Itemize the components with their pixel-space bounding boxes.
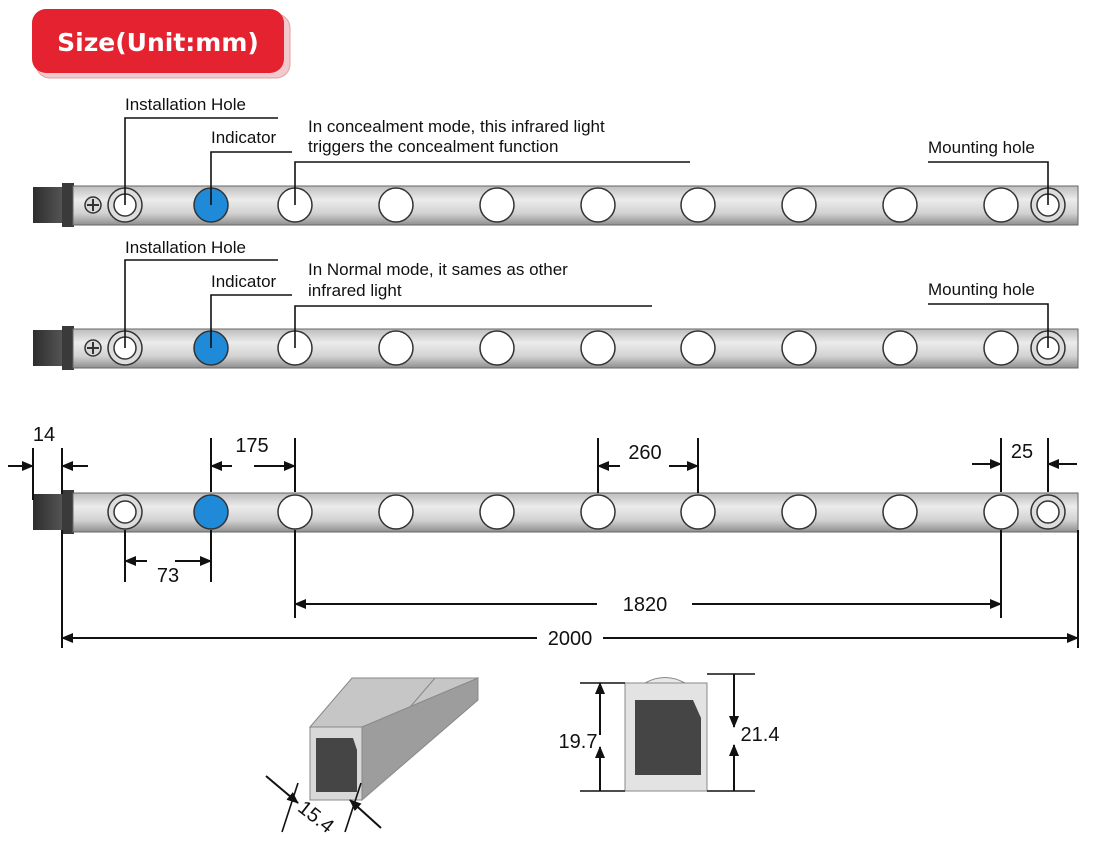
profile-isometric: 15.4	[265, 677, 480, 838]
dim-end-cap: 14	[33, 424, 55, 446]
dim-hole-to-indicator: 73	[157, 565, 179, 587]
dim-first-to-last-light: 1820	[623, 594, 668, 616]
dim-total-length: 2000	[548, 628, 593, 650]
indicator-light	[193, 494, 229, 530]
mounting-hole	[1030, 494, 1066, 530]
mounting-hole-label: Mounting hole	[928, 280, 1035, 299]
strip-2: Installation Hole Indicator In Normal mo…	[32, 238, 1079, 371]
indicator-label: Indicator	[211, 128, 277, 147]
note-line-2: infrared light	[308, 281, 402, 300]
installation-hole-label: Installation Hole	[125, 95, 246, 114]
infrared-lights	[277, 330, 1019, 366]
title: Size(Unit:mm)	[57, 28, 259, 57]
dim-indicator-to-light: 175	[235, 435, 268, 457]
strip-1: Installation Hole Indicator In concealme…	[32, 95, 1079, 228]
profile-front: 19.7 21.4	[559, 673, 780, 792]
dim-last-light-to-hole: 25	[1011, 441, 1033, 463]
title-badge: Size(Unit:mm)	[32, 9, 291, 79]
plus-screw-icon	[84, 196, 102, 214]
dim-light-pitch: 260	[628, 442, 661, 464]
infrared-lights	[277, 494, 1019, 530]
infrared-lights	[277, 187, 1019, 223]
dimension-lines: 14 175 260 25 73 1820	[8, 424, 1079, 650]
dim-outer-height: 21.4	[741, 724, 780, 746]
installation-hole-label: Installation Hole	[125, 238, 246, 257]
mounting-hole-label: Mounting hole	[928, 138, 1035, 157]
plus-screw-icon	[84, 339, 102, 357]
note-line-1: In Normal mode, it sames as other	[308, 260, 568, 279]
dim-profile-width: 15.4	[294, 797, 338, 838]
indicator-label: Indicator	[211, 272, 277, 291]
dim-inner-height: 19.7	[559, 731, 598, 753]
installation-hole	[107, 494, 143, 530]
note-line-2: triggers the concealment function	[308, 137, 558, 156]
strip-3	[32, 489, 1079, 535]
note-line-1: In concealment mode, this infrared light	[308, 117, 605, 136]
